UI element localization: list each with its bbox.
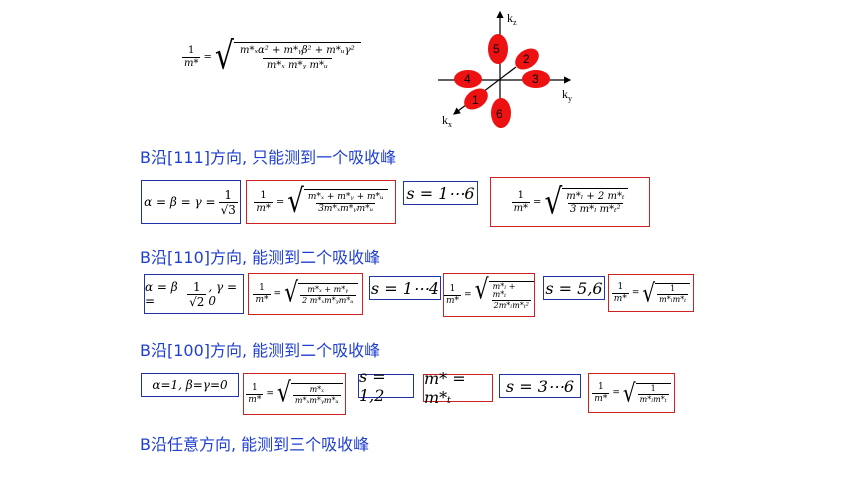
formula-110-mt-rhs-den: m*ₗm*ₜ xyxy=(657,293,689,304)
condition-110-box: α = β = 1 √2 , γ = 0 xyxy=(144,274,244,314)
formula-110-lt-rhs-num: m*ₗ + m*ₜ xyxy=(492,281,516,299)
formula-100-mt-lhs-den: m* xyxy=(592,392,610,404)
kz-label: kz xyxy=(507,11,517,27)
condition-110-num: 1 xyxy=(192,279,201,294)
formula-rhs-num: m*ₓα² + m*ᵧβ² + m*ᵤγ² xyxy=(240,44,355,56)
formula-lhs-den: m* xyxy=(182,56,201,69)
valley-5 xyxy=(488,34,508,64)
formula-110-mt-lhs-den: m* xyxy=(611,292,629,304)
valley-1 xyxy=(464,88,488,110)
formula-111-lt-rhs-num: m*ₗ + 2 m*ₜ xyxy=(566,190,625,202)
valley-label-2: 2 xyxy=(523,52,530,66)
s-range-110a-box: s = 1⋯4 xyxy=(369,276,441,300)
s-range-111-box: s = 1⋯6 xyxy=(403,181,478,205)
formula-100-mt-lhs-num: 1 xyxy=(597,381,604,392)
effective-mass-formula: 1 m* = √ m*ₓα² + m*ᵧβ² + m*ᵤγ² m*ₓ m*ᵧ m… xyxy=(182,38,361,75)
formula-110-mt-rhs-num: 1 xyxy=(670,283,676,293)
ky-label: ky xyxy=(562,87,572,103)
formula-111-lt-lhs-den: m* xyxy=(511,201,531,214)
formula-100-mt-rhs-den: m*ₗm*ₜ xyxy=(637,393,669,404)
formula-lhs: 1 m* xyxy=(182,44,201,69)
s-range-100a: s = 1,2 xyxy=(359,367,386,405)
s-range-100b-box: s = 3⋯6 xyxy=(499,374,581,398)
condition-111-box: α = β = γ = 1 √3 xyxy=(141,180,241,224)
formula-110-mt-lhs-num: 1 xyxy=(617,281,624,292)
formula-110-lt-lhs-num: 1 xyxy=(449,283,456,294)
formula-110-lt-lhs-den: m* xyxy=(444,294,462,306)
s-range-111: s = 1⋯6 xyxy=(406,183,475,203)
valley-4 xyxy=(454,70,482,88)
heading-100: B沿[100]方向, 能测到二个吸收峰 xyxy=(140,341,381,360)
formula-111-lhs-num: 1 xyxy=(260,189,267,201)
formula-110-rhs-den: 2 m*ₓm*ᵧm*ᵤ xyxy=(300,294,356,305)
formula-100-lhs-den: m* xyxy=(246,393,264,405)
formula-110-lt-rhs-den: 2m*ₗm*ₜ² xyxy=(491,299,531,310)
mass-equality-100-box: m* = m*ₜ xyxy=(423,369,493,407)
formula-sqrt: √ m*ₓα² + m*ᵧβ² + m*ᵤγ² m*ₓ m*ᵧ m*ᵤ xyxy=(215,38,361,75)
valley-diagram: 5 2 4 3 1 6 kz ky kx xyxy=(438,10,572,129)
s-range-100a-box: s = 1,2 xyxy=(358,367,414,405)
formula-110-rhs-num: m*ₓ + m*ᵧ xyxy=(307,284,349,294)
mass-equality-100: m* = m*ₜ xyxy=(424,369,466,407)
formula-110-lhs-num: 1 xyxy=(259,282,265,293)
condition-100: α=1, β=γ=0 xyxy=(152,378,228,392)
formula-100-rhs-num: m*ₓ xyxy=(309,384,325,394)
condition-110-rhs: , γ = 0 xyxy=(208,280,238,308)
valley-label-5: 5 xyxy=(493,42,500,56)
condition-111-num: 1 xyxy=(224,187,233,202)
heading-any: B沿任意方向, 能测到三个吸收峰 xyxy=(140,435,370,454)
s-range-100b: s = 3⋯6 xyxy=(505,376,575,396)
valley-label-1: 1 xyxy=(472,93,479,107)
condition-111-den: √3 xyxy=(218,201,238,217)
s-range-110b-box: s = 5,6 xyxy=(543,276,605,300)
heading-111: B沿[111]方向, 只能测到一个吸收峰 xyxy=(140,148,397,167)
formula-100-lhs-num: 1 xyxy=(251,382,258,393)
formula-rhs-den: m*ₓ m*ᵧ m*ᵤ xyxy=(262,57,332,71)
formula-110-lhs-den: m* xyxy=(253,293,271,305)
condition-110-den: √2 xyxy=(187,293,207,309)
kx-label: kx xyxy=(442,113,452,129)
valley-label-6: 6 xyxy=(496,107,503,121)
formula-111-lt-rhs-den: 3 m*ₗ m*ₜ² xyxy=(568,202,623,215)
s-range-110a: s = 1⋯4 xyxy=(370,278,440,298)
formula-lhs-num: 1 xyxy=(188,44,195,56)
heading-110: B沿[110]方向, 能测到二个吸收峰 xyxy=(140,248,381,267)
condition-100-box: α=1, β=γ=0 xyxy=(141,373,239,397)
formula-100-mt-rhs-num: 1 xyxy=(650,383,656,393)
formula-111-lt-lhs-num: 1 xyxy=(517,189,524,201)
formula-111-rhs-den: 3m*ₓm*ᵧm*ᵤ xyxy=(316,202,376,214)
valley-3 xyxy=(522,70,550,88)
condition-111-lhs: α = β = γ = xyxy=(144,195,216,209)
condition-110-lhs: α = β = xyxy=(145,280,178,308)
valley-2 xyxy=(515,48,539,70)
formula-100-rhs-den: m*ₓm*ᵧm*ᵤ xyxy=(292,394,341,405)
formula-111-lhs-den: m* xyxy=(254,201,273,214)
valley-label-4: 4 xyxy=(464,72,471,86)
valley-6 xyxy=(491,98,511,128)
valley-label-3: 3 xyxy=(532,72,539,86)
s-range-110b: s = 5,6 xyxy=(545,278,603,298)
formula-111-rhs-num: m*ₓ + m*ᵧ + m*ᵤ xyxy=(307,191,384,202)
